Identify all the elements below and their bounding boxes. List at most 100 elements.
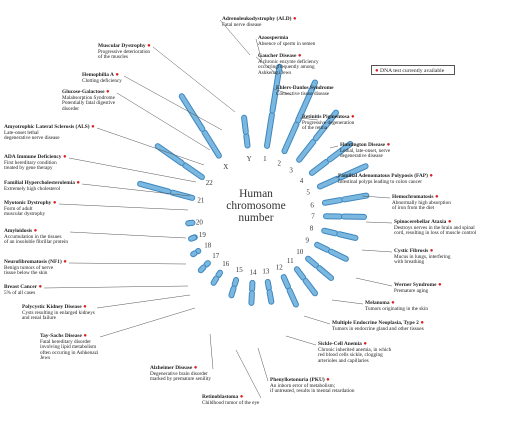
disease-description: if untreated, results in mental retardat… <box>270 388 355 395</box>
chromosome-number-3: 3 <box>289 167 293 175</box>
dna-test-dot-icon: ● <box>349 114 355 120</box>
leader-line <box>365 221 393 224</box>
chromosome-number-7: 7 <box>311 213 315 221</box>
leader-line <box>355 277 393 287</box>
disease-name: Polycystic Kidney Disease <box>22 304 82 310</box>
disease-familial-adenomatous-polyposis-fap: Familial Adenomatous Polyposis (FAP) ●In… <box>338 173 433 185</box>
dna-test-dot-icon: ● <box>433 194 439 200</box>
chromosome-6-short-arm-fill <box>322 198 343 205</box>
disease-name: Hemophilia A <box>82 72 114 78</box>
disease-breast-cancer: Breast Cancer ●5% of all cases <box>4 284 43 296</box>
chromosome-Y-short-arm-fill <box>244 133 250 148</box>
dna-test-dot-icon: ● <box>192 365 198 371</box>
disease-description: treated by gene therapy <box>4 165 53 172</box>
leader-line <box>335 176 339 179</box>
chromosome-15-short-arm-fill <box>232 278 239 287</box>
disease-name: Melanoma <box>365 300 390 306</box>
chromosome-number-5: 5 <box>306 188 310 196</box>
chromosome-3-short-arm-fill <box>297 139 316 162</box>
chromosome-20-long-arm-fill <box>186 220 195 226</box>
disease-familial-hypercholesterolemia: Familial Hypercholesterolemia ● Extremely… <box>4 180 81 192</box>
chromosome-12-short-arm-fill <box>281 275 290 289</box>
chromosome-10-short-arm-fill <box>306 256 319 268</box>
disease-description: Benign tumors of nerve <box>4 264 54 271</box>
disease-name: Familial Hypercholesterolemia <box>4 180 75 186</box>
chromosome-19-long-arm-fill <box>189 235 196 241</box>
disease-description: muscular dystrophy <box>4 211 46 218</box>
disease-description: Chronic inherited anemia, in which <box>318 346 392 353</box>
chromosome-number-1: 1 <box>263 155 267 163</box>
disease-spinocerebellar-ataxia: Spinocerebellar Ataxia ●Destroys nerves … <box>394 219 477 237</box>
chromosome-10-long-arm-fill <box>317 266 334 280</box>
chromosome-4-short-arm-fill <box>309 159 329 175</box>
dna-test-dot-icon: ● <box>89 124 95 130</box>
disease-description: Fatal nerve disease <box>222 21 262 28</box>
dna-test-dot-icon: ● <box>296 53 302 59</box>
disease-description: of iron from the diet <box>392 205 435 212</box>
disease-neurofibromatosis-nf1: Neurofibromatosis (NF1) ●Benign tumors o… <box>4 259 67 277</box>
disease-description: of an insoluble fibrillar protein <box>4 239 68 246</box>
disease-description: Absence of sperm in semen <box>258 40 316 47</box>
chromosome-16-short-arm-fill <box>216 270 222 278</box>
chromosome-21-long-arm-fill <box>138 181 171 194</box>
dna-test-dot-icon: ● <box>81 304 87 310</box>
disease-name: Werner Syndrome <box>394 282 437 288</box>
disease-phenylketonuria-pku: Phenylketonuria (PKU) ●An inborn error o… <box>270 377 355 395</box>
disease-description: Connective tissue disease <box>276 90 330 97</box>
chromosome-18-long-arm-fill <box>191 251 197 257</box>
disease-name: Muscular Dystrophy <box>98 43 146 49</box>
disease-gaucher-disease: Gaucher Disease ●A chronic enzyme defici… <box>258 53 319 76</box>
chromosome-number-4: 4 <box>300 177 304 185</box>
disease-name: ADA Immune Deficiency <box>4 154 62 160</box>
leader-line <box>81 183 191 197</box>
disease-description: Extremely high cholesterol <box>4 185 61 192</box>
disease-amyloidosis: Amyloidosis ●Accumulation in the tissues… <box>4 228 68 246</box>
dna-test-dot-icon: ● <box>428 248 434 254</box>
disease-description: cord, resulting in loss of muscle contro… <box>394 230 477 237</box>
leader-line <box>58 203 189 211</box>
dna-test-dot-icon: ● <box>389 300 395 306</box>
dna-test-dot-icon: ● <box>36 284 43 290</box>
disease-name: Glucose-Galactose <box>62 89 105 95</box>
disease-description: Ashkenazi Jews <box>258 69 292 76</box>
chromosome-number-6: 6 <box>310 202 314 210</box>
leader-line <box>68 157 197 183</box>
leader-line <box>329 145 339 149</box>
dna-test-dot-icon: ● <box>145 43 151 49</box>
chromosome-5-short-arm-fill <box>317 176 340 189</box>
chromosome-11-long-arm-fill <box>303 279 317 296</box>
disease-name: Ehlers-Danlos Syndrome <box>276 85 334 91</box>
dna-test-dot-icon: ● <box>104 89 110 95</box>
disease-alzheimer-disease: Alzheimer Disease ●Degenerative brain di… <box>150 365 211 383</box>
disease-name: Gaucher Disease <box>258 53 297 59</box>
dna-test-dot-icon: ● <box>74 180 81 186</box>
chromosome-number-8: 8 <box>310 224 314 232</box>
chromosome-number-15: 15 <box>236 266 244 274</box>
dna-test-dot-icon: ● <box>238 394 244 400</box>
dna-test-dot-icon: ● <box>324 377 330 383</box>
disease-description: involving lipid metabolism <box>40 344 97 351</box>
chromosome-number-20: 20 <box>196 218 204 226</box>
chromosome-17-long-arm-fill <box>198 265 206 273</box>
chromosome-5-long-arm-fill <box>339 164 368 180</box>
dna-test-dot-icon: ● <box>32 228 38 234</box>
chromosome-number-19: 19 <box>199 231 207 239</box>
disease-muscular-dystrophy: Muscular Dystrophy ●Progressive deterior… <box>98 43 151 61</box>
disease-name: Myotonic Dystrophy <box>4 200 52 206</box>
disease-description: Tumors originating in the skin <box>365 305 428 312</box>
disease-hemophilia-a: Hemophilia A ●Clotting deficiency <box>82 72 122 84</box>
disease-name: Adrenoleukodystrophy (ALD) <box>222 16 292 22</box>
leader-line <box>152 46 236 113</box>
chromosome-number-18: 18 <box>204 242 212 250</box>
leader-line <box>69 231 187 239</box>
disease-name: Amyotrophic Lateral Sclerosis (ALS) <box>4 124 90 130</box>
dna-test-dot-icon: ● <box>291 16 297 22</box>
leader-line <box>116 92 211 151</box>
disease-name: Hemochromatosis <box>392 194 434 200</box>
dna-test-dot-icon: ● <box>418 320 424 326</box>
chromosome-number-14: 14 <box>250 268 258 276</box>
disease-description: of the retina <box>302 125 328 132</box>
leader-line <box>299 117 319 121</box>
